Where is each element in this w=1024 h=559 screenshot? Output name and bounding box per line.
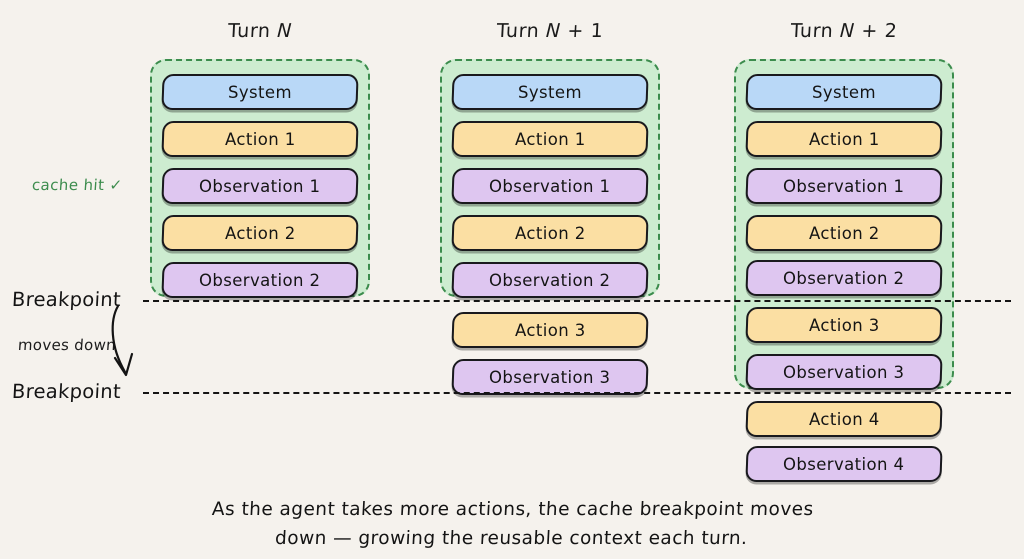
column-title-turn-n-plus-1: Turn N + 1 <box>439 20 660 42</box>
message-box-system[interactable]: System <box>161 74 359 110</box>
message-box-action-1[interactable]: Action 1 <box>451 121 649 157</box>
column-title-turn-n: Turn N <box>149 20 370 42</box>
column-title-suffix: + 1 <box>560 20 604 42</box>
message-box-observation-3[interactable]: Observation 3 <box>745 354 943 390</box>
message-box-action-4[interactable]: Action 4 <box>745 401 943 437</box>
moves-down-arrow-icon <box>111 304 134 377</box>
message-box-action-1[interactable]: Action 1 <box>745 121 943 157</box>
message-box-action-3[interactable]: Action 3 <box>451 312 649 348</box>
column-title-suffix: + 2 <box>854 20 898 42</box>
column-title-prefix: Turn <box>227 20 278 42</box>
message-box-action-1[interactable]: Action 1 <box>161 121 359 157</box>
column-title-prefix: Turn <box>496 20 547 42</box>
message-box-system[interactable]: System <box>745 74 943 110</box>
message-box-observation-1[interactable]: Observation 1 <box>161 168 359 204</box>
caption: As the agent takes more actions, the cac… <box>0 496 1024 553</box>
message-box-observation-2[interactable]: Observation 2 <box>161 262 359 298</box>
message-box-observation-4[interactable]: Observation 4 <box>745 446 943 482</box>
message-box-action-2[interactable]: Action 2 <box>451 215 649 251</box>
message-box-action-3[interactable]: Action 3 <box>745 307 943 343</box>
column-title-var: N <box>276 20 293 42</box>
cache-hit-label: cache hit ✓ <box>31 176 124 194</box>
message-box-action-2[interactable]: Action 2 <box>745 215 943 251</box>
breakpoint-line-top <box>143 300 1011 302</box>
column-title-turn-n-plus-2: Turn N + 2 <box>733 20 954 42</box>
caption-line-2: down — growing the reusable context each… <box>274 527 749 549</box>
caption-line-1: As the agent takes more actions, the cac… <box>211 499 815 520</box>
message-box-observation-2[interactable]: Observation 2 <box>451 262 649 298</box>
column-title-prefix: Turn <box>790 20 841 42</box>
breakpoint-line-bottom <box>143 392 1011 394</box>
message-box-observation-2[interactable]: Observation 2 <box>745 260 943 296</box>
message-box-action-2[interactable]: Action 2 <box>161 215 359 251</box>
column-title-var: N <box>839 20 856 42</box>
message-box-observation-3[interactable]: Observation 3 <box>451 359 649 395</box>
message-box-system[interactable]: System <box>451 74 649 110</box>
message-box-observation-1[interactable]: Observation 1 <box>745 168 943 204</box>
column-title-var: N <box>545 20 562 42</box>
message-box-observation-1[interactable]: Observation 1 <box>451 168 649 204</box>
